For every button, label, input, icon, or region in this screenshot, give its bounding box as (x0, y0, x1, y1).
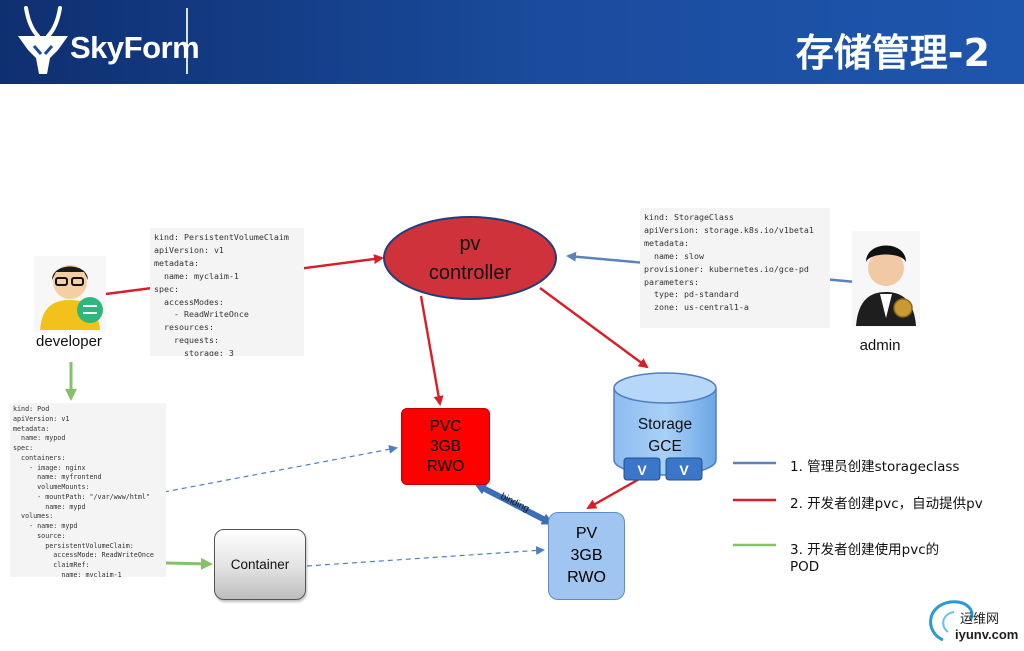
legend-item-3-line2: POD (790, 559, 820, 575)
developer-avatar-icon (34, 256, 106, 332)
header-banner (0, 0, 1024, 84)
admin-label: admin (859, 337, 901, 354)
pvc-yaml-code: kind: PersistentVolumeClaim apiVersion: … (150, 228, 304, 356)
watermark-url: iyunv.com (955, 627, 1019, 642)
logo-divider (186, 8, 188, 74)
storage-label-line2: GCE (648, 438, 682, 455)
antelope-logo-icon (18, 6, 68, 74)
pv-label-line2: 3GB (570, 547, 603, 564)
edge-controller-to-pvc (419, 295, 444, 406)
pv-label-line1: PV (575, 525, 598, 542)
developer-label: developer (36, 333, 102, 350)
legend-item-2: 2. 开发者创建pvc，自动提供pv (790, 496, 983, 512)
pvc-label-line2: 3GB (429, 437, 461, 455)
pvc-node: PVC 3GB RWO (401, 408, 490, 485)
edge-container-to-pv (306, 545, 545, 567)
legend-item-1: 1. 管理员创建storageclass (790, 459, 960, 475)
binding-label: binding (499, 491, 531, 515)
storage-volume-2 (665, 457, 703, 481)
logo-text: SkyForm (70, 30, 200, 65)
pv-controller-node (383, 216, 557, 300)
edge-pod-to-container (165, 557, 213, 570)
edge-storage-to-pv (586, 476, 642, 510)
pvc-label-line3: RWO (426, 457, 465, 475)
page-title: 存储管理-2 (795, 31, 990, 75)
container-label: Container (230, 557, 290, 572)
pod-yaml-code: kind: Pod apiVersion: v1 metadata: name:… (10, 403, 166, 577)
storage-volume-1 (623, 457, 661, 481)
pv-label-line3: RWO (567, 569, 606, 586)
container-node: Container (214, 529, 306, 600)
edge-binding (474, 483, 554, 525)
storage-gce-node (613, 372, 717, 476)
iyunv-watermark-icon (929, 600, 974, 642)
watermark-cn: 运维网 (960, 612, 1000, 627)
edge-pod-to-pvc (163, 444, 398, 493)
pv-node: PV 3GB RWO (548, 512, 625, 600)
storageclass-yaml-code: kind: StorageClass apiVersion: storage.k… (640, 208, 830, 328)
admin-avatar-icon (852, 231, 920, 327)
legend-item-3-line1: 3. 开发者创建使用pvc的 (790, 542, 940, 558)
storage-volume-1-label: V (637, 462, 647, 478)
pvc-label-line1: PVC (429, 417, 462, 435)
storage-volume-2-label: V (679, 462, 689, 478)
pv-controller-label-line1: pv (459, 233, 480, 255)
pv-controller-label-line2: controller (429, 262, 512, 284)
edge-controller-to-storage (539, 287, 649, 369)
storage-label-line1: Storage (638, 416, 692, 433)
